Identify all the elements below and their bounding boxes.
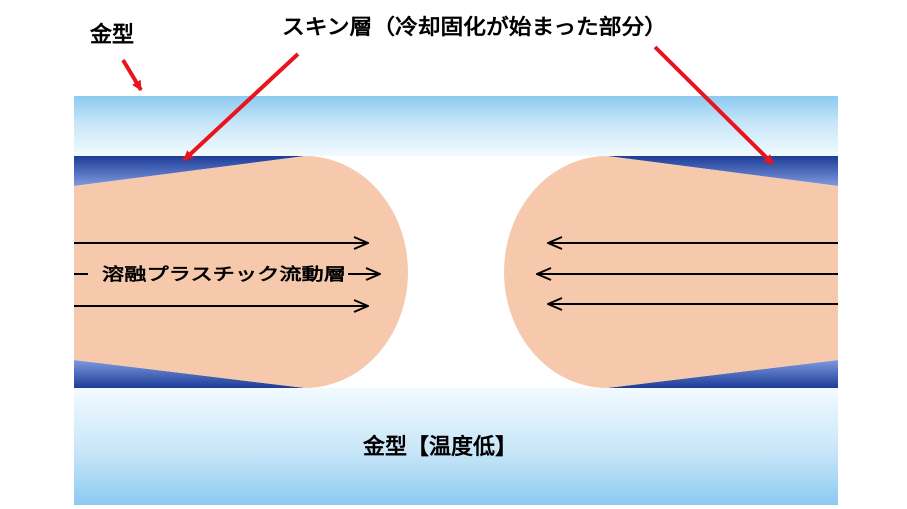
callout-arrow-skin-right	[653, 45, 775, 166]
mold-bottom-block	[74, 388, 838, 505]
mold-top-label: 金型	[89, 22, 134, 48]
melt-flow-front-left	[74, 156, 408, 388]
mold-top-block	[74, 96, 838, 156]
mold-bottom-label: 金型【温度低】	[362, 434, 517, 460]
skin-layer-label: スキン層（冷却固化が始まった部分）	[282, 15, 667, 39]
callout-arrow-skin-left	[182, 52, 300, 162]
melt-flow-front-right	[504, 156, 838, 388]
callout-arrow-mold	[121, 58, 143, 92]
melt-flow-layer-label: 溶融プラスチック流動層	[102, 264, 346, 285]
